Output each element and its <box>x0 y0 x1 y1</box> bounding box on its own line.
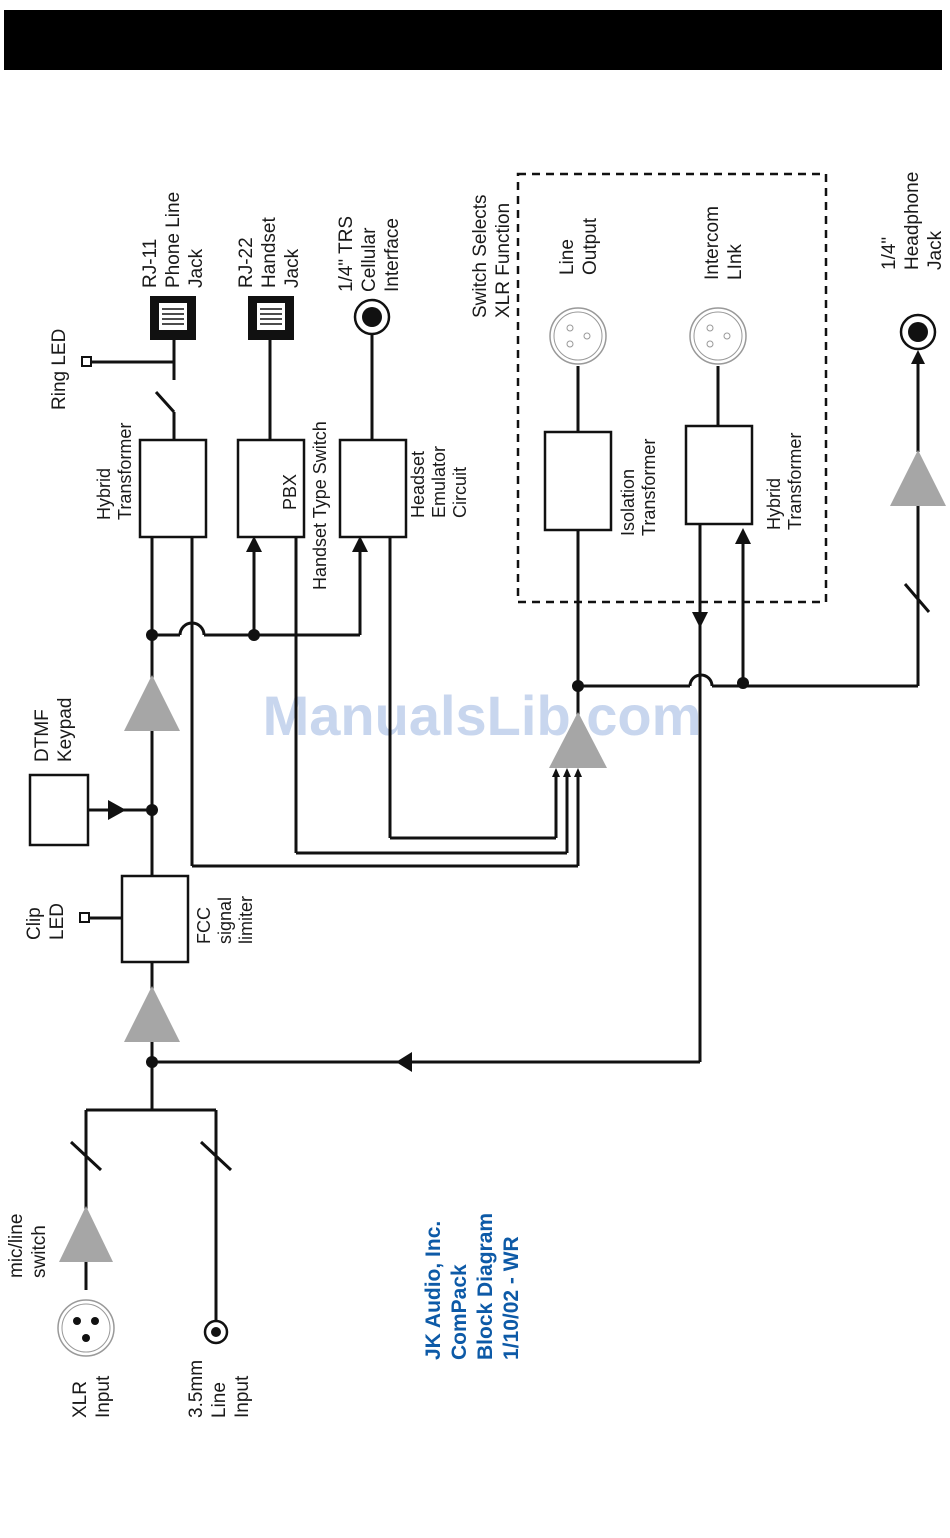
headphone-jack-icon <box>899 313 937 351</box>
pbx-box <box>236 438 306 539</box>
diagram-caption: JK Audio, Inc. ComPack Block Diagram 1/1… <box>422 1207 523 1360</box>
header-bar <box>4 10 942 70</box>
trs-jack-icon <box>353 298 391 336</box>
xlr-input-label: XLR Input <box>70 1375 114 1418</box>
junctions <box>146 629 749 1068</box>
mic-line-switch-label: mic/line switch <box>6 1208 50 1278</box>
hybrid-transformer-box <box>138 438 208 539</box>
rj11-label: RJ-11 Phone Line Jack <box>140 187 207 288</box>
labels: Ring LED RJ-11 Phone Line Jack RJ-22 Han… <box>6 166 946 1418</box>
arrowheads <box>108 350 925 1072</box>
gain-amplifier <box>124 986 180 1042</box>
line-output-label: Line Output <box>557 217 601 275</box>
hybrid-transformer-2-label: Hybrid Transformer <box>764 433 805 530</box>
line-input-label: 3.5mm Line Input <box>186 1355 253 1418</box>
clip-led-icon <box>79 912 90 923</box>
trs-label: 1/4" TRS Cellular Interface <box>336 211 403 292</box>
pbx-label: PBX <box>280 474 300 510</box>
switch-selects-label: Switch Selects XLR Function <box>470 189 514 318</box>
headphone-amplifier <box>890 450 946 506</box>
rj22-jack-icon <box>248 296 294 340</box>
ring-led-icon <box>81 356 92 367</box>
wires <box>69 334 931 1322</box>
receive-amplifier <box>549 712 607 768</box>
line-amplifier <box>124 675 180 731</box>
isolation-transformer-label: Isolation Transformer <box>618 439 659 536</box>
isolation-transformer-box <box>543 430 613 532</box>
ring-led-label: Ring LED <box>49 329 70 410</box>
amplifiers <box>59 450 946 1262</box>
hybrid-transformer-label: Hybrid Transformer <box>94 423 135 520</box>
xlr-function-region <box>516 172 828 604</box>
fcc-signal-limiter-box <box>120 874 190 964</box>
watermark: ManualsLib.com <box>263 684 702 747</box>
handset-type-switch-label: Handset Type Switch <box>310 421 330 590</box>
line-input-jack-icon <box>203 1319 229 1345</box>
xlr-input-icon <box>57 1299 115 1357</box>
xlr-line-output-icon <box>549 307 607 365</box>
intercom-hybrid-transformer-box <box>684 424 754 526</box>
rj11-jack-icon <box>150 296 196 340</box>
xlr-intercom-icon <box>689 307 747 365</box>
clip-led-label: Clip LED <box>24 902 68 940</box>
rj22-label: RJ-22 Handset Jack <box>236 212 303 288</box>
intercom-link-label: Intercom LInk <box>702 201 746 280</box>
input-amplifier <box>59 1206 113 1262</box>
headset-emulator-label: Headset Emulator Circuit <box>408 441 470 518</box>
dtmf-keypad-box <box>28 773 90 847</box>
headphone-label: 1/4" Headphone Jack <box>879 166 946 270</box>
fcc-signal-limiter-label: FCC signal limiter <box>194 892 256 944</box>
headset-emulator-box <box>338 438 408 539</box>
dtmf-keypad-label: DTMF Keypad <box>32 698 76 762</box>
